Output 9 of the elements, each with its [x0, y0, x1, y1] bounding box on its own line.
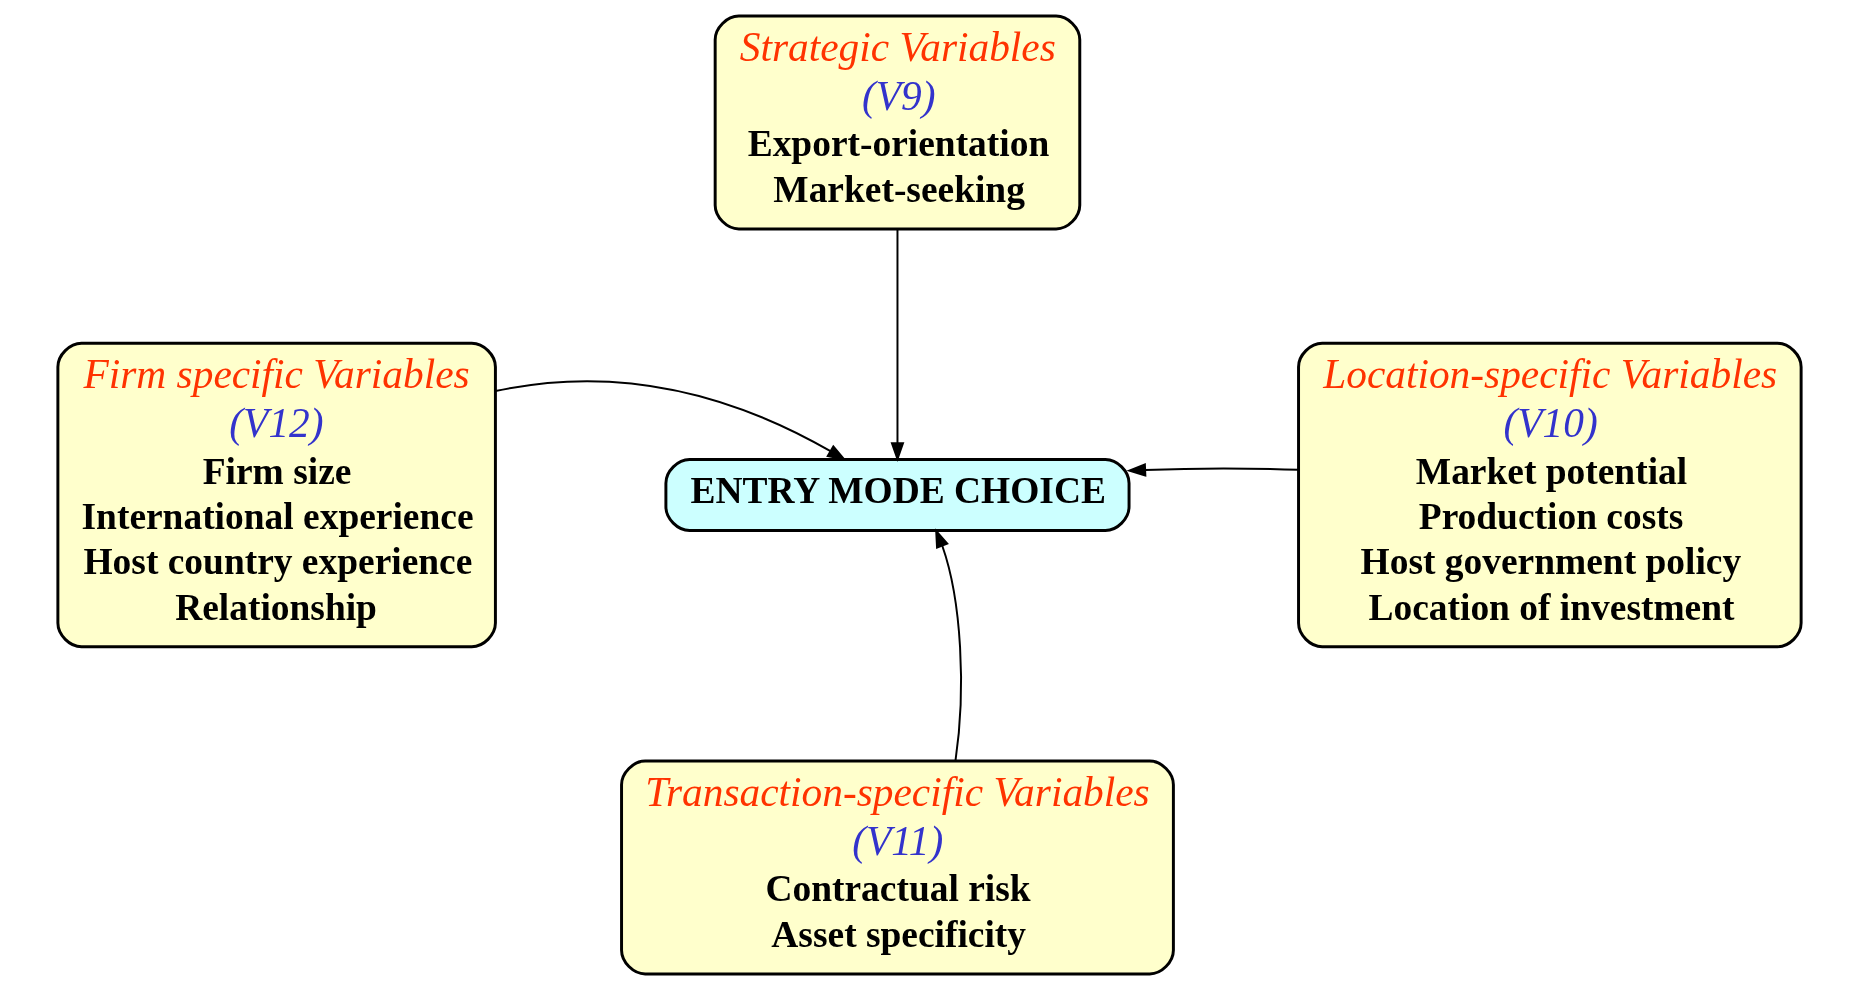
node-box: Location-specific Variables (V10) Market potential Production costs Host government policy Location of investment: [1296, 341, 1803, 649]
arrow: [934, 528, 962, 762]
arrow: [890, 228, 904, 462]
arrow: [1125, 463, 1300, 477]
arrow: [494, 380, 847, 461]
node-box: Firm specific Variables (V12) Firm size International experience Host country experience Relationship: [55, 341, 497, 649]
node-box: Transaction-specific Variables (V11) Contractual risk Asset specificity: [619, 759, 1175, 976]
node-box: ENTRY MODE CHOICE: [663, 458, 1131, 532]
node-box: Strategic Variables (V9) Export-orientation Market-seeking: [713, 14, 1081, 231]
